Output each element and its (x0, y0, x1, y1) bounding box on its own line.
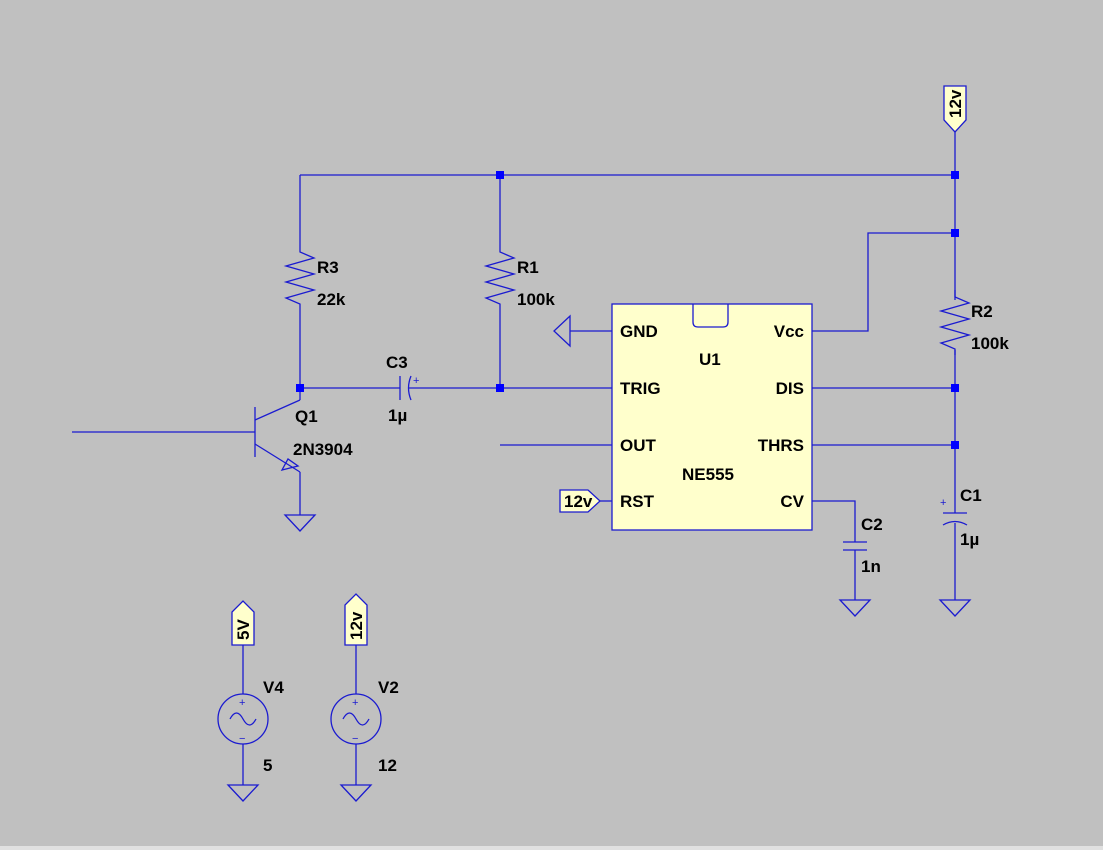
capacitor-c2-ref: C2 (861, 515, 883, 534)
resistor-r1-zigzag (483, 245, 517, 310)
transistor-q1[interactable]: Q1 2N3904 (254, 399, 353, 473)
wire-vcc[interactable] (812, 232, 955, 332)
capacitor-c2-value: 1n (861, 557, 881, 576)
resistor-r2-value: 100k (971, 334, 1009, 353)
net-flag-12v-rst-label: 12v (564, 492, 593, 511)
ground-symbol-c1[interactable] (938, 599, 972, 617)
capacitor-c1-ref: C1 (960, 486, 982, 505)
resistor-r3-value: 22k (317, 290, 346, 309)
ground-symbol-c2[interactable] (838, 599, 872, 617)
voltage-source-v2-plus: + (352, 697, 358, 709)
voltage-source-v2-body (330, 693, 382, 745)
sine-wave-icon (342, 712, 370, 726)
resistor-r3-zigzag (283, 245, 317, 310)
transistor-q1-emitter-arrow (280, 458, 300, 471)
capacitor-c1[interactable]: + C1 1µ (940, 486, 982, 549)
junction-dot (951, 441, 959, 449)
capacitor-c1-plus: + (940, 497, 946, 509)
voltage-source-v4-minus: − (239, 733, 245, 745)
wire-cv[interactable] (812, 500, 856, 542)
ic-u1-pin-cv: CV (780, 492, 804, 511)
voltage-source-v4[interactable]: 5V + − V4 5 (217, 600, 284, 775)
resistor-r2[interactable]: R2 100k (938, 290, 1009, 355)
resistor-r3[interactable]: R3 22k (283, 245, 346, 310)
capacitor-c3-ref: C3 (386, 353, 408, 372)
junction-dot (496, 384, 504, 392)
ic-u1-body (611, 303, 813, 531)
voltage-source-v4-plus: + (239, 697, 245, 709)
resistor-r2-zigzag (938, 290, 972, 355)
net-flag-12v-v2-label: 12v (347, 611, 366, 640)
net-flag-12v-top[interactable]: 12v (943, 85, 967, 133)
ic-u1-notch (692, 304, 729, 328)
net-flag-5v (231, 600, 255, 646)
junction-dot (951, 171, 959, 179)
transistor-q1-ref: Q1 (295, 407, 318, 426)
capacitor-c3[interactable]: + C3 1µ (386, 353, 419, 425)
net-flag-12v-rst[interactable]: 12v (559, 489, 601, 513)
ic-u1-pin-gnd: GND (620, 322, 658, 341)
ic-u1-pin-vcc: Vcc (774, 322, 804, 341)
voltage-source-v2-minus: − (352, 733, 358, 745)
transistor-q1-value: 2N3904 (293, 440, 353, 459)
net-flag-12v-top-label: 12v (946, 89, 965, 118)
ic-u1-pin-trig: TRIG (620, 379, 661, 398)
net-flag-5v-label: 5V (234, 619, 253, 640)
capacitor-c1-value: 1µ (960, 530, 979, 549)
resistor-r2-ref: R2 (971, 302, 993, 321)
resistor-r1[interactable]: R1 100k (483, 245, 555, 310)
ground-symbol-u1-gnd[interactable] (553, 314, 571, 348)
resistor-r1-ref: R1 (517, 258, 539, 277)
voltage-source-v2[interactable]: 12v + − V2 12 (330, 593, 399, 775)
capacitor-c3-plus: + (413, 375, 419, 387)
resistor-r3-ref: R3 (317, 258, 339, 277)
capacitor-c3-plate-right (407, 375, 412, 401)
capacitor-c2[interactable]: C2 1n (843, 515, 883, 576)
junction-dot (296, 384, 304, 392)
capacitor-c1-plate-bottom (942, 520, 968, 526)
ground-symbol-v2[interactable] (339, 784, 373, 802)
ic-u1-ne555[interactable]: U1 NE555 GND TRIG OUT RST Vcc DIS THRS C… (611, 303, 813, 531)
ground-symbol-q1[interactable] (283, 514, 317, 532)
voltage-source-v2-ref: V2 (378, 678, 399, 697)
voltage-source-v4-value: 5 (263, 756, 272, 775)
ic-u1-pin-thrs: THRS (758, 436, 804, 455)
voltage-source-v4-body (217, 693, 269, 745)
voltage-source-v2-value: 12 (378, 756, 397, 775)
net-flag-12v-v2 (344, 593, 368, 646)
resistor-r1-value: 100k (517, 290, 555, 309)
ic-u1-pin-out: OUT (620, 436, 657, 455)
ic-u1-pin-rst: RST (620, 492, 655, 511)
voltage-source-v4-ref: V4 (263, 678, 284, 697)
sine-wave-icon (229, 712, 257, 726)
ic-u1-value: NE555 (682, 465, 734, 484)
wires (72, 132, 956, 785)
ground-symbol-v4[interactable] (226, 784, 260, 802)
junction-dot (496, 171, 504, 179)
junctions (296, 171, 959, 449)
transistor-q1-collector (254, 399, 301, 421)
junction-dot (951, 229, 959, 237)
window-bottom-edge (0, 846, 1103, 850)
ic-u1-ref: U1 (699, 350, 721, 369)
junction-dot (951, 384, 959, 392)
capacitor-c3-value: 1µ (388, 406, 407, 425)
ic-u1-pin-dis: DIS (776, 379, 804, 398)
